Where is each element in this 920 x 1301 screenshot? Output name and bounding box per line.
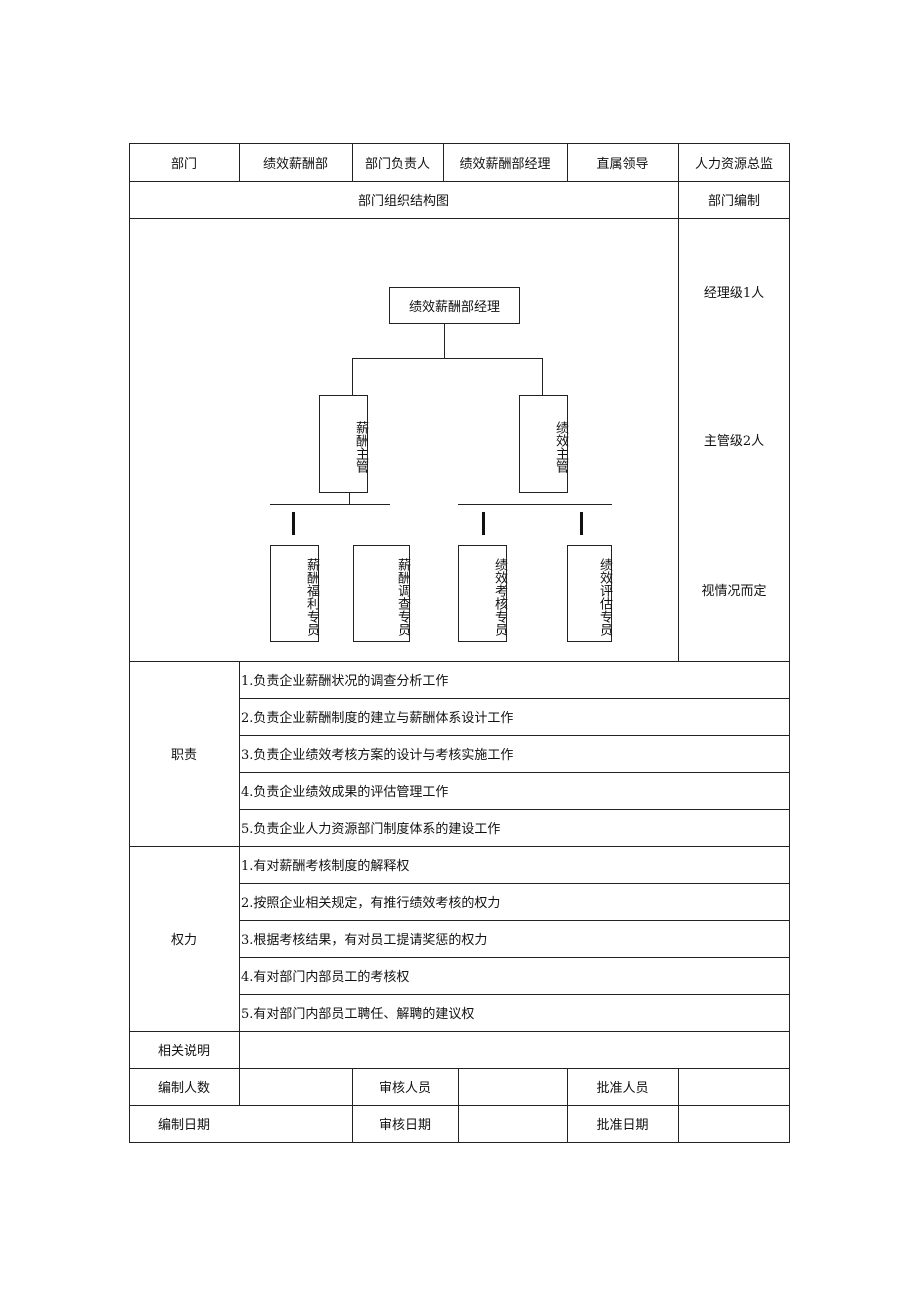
dept-head-label: 部门负责人 [364,156,430,172]
supervisor-label: 直属领导 [596,156,649,172]
power-item: 3.根据考核结果，有对员工提请奖惩的权力 [241,933,488,948]
dept-label: 部门 [170,156,197,172]
staffing-title: 部门编制 [707,194,760,209]
org-chart: 绩效薪酬部经理 薪酬主管 绩效主管 薪酬福利专员 薪酬调查专员 绩效考核专员 绩… [129,219,678,661]
approver-label: 批准人员 [596,1081,649,1096]
power-item: 5.有对部门内部员工聘任、解聘的建议权 [241,1007,475,1022]
duties-label: 职责 [170,748,197,763]
duty-item: 1.负责企业薪酬状况的调查分析工作 [241,674,449,689]
org-chart-title: 部门组织结构图 [357,194,449,209]
power-item: 1.有对薪酬考核制度的解释权 [241,859,410,874]
org-node-benefits-specialist: 薪酬福利专员 [270,545,319,642]
org-node-evaluation-specialist: 绩效评估专员 [567,545,612,642]
reviewer-field[interactable] [458,1068,567,1105]
org-node-manager: 绩效薪酬部经理 [389,287,520,324]
approver-field[interactable] [678,1068,790,1105]
duty-item: 5.负责企业人力资源部门制度体系的建设工作 [241,822,501,837]
notes-value[interactable] [239,1031,790,1068]
review-date-label: 审核日期 [378,1118,431,1133]
supervisor-value: 人力资源总监 [694,156,773,172]
org-node-compensation-supervisor: 薪酬主管 [319,395,368,493]
dept-value: 绩效薪酬部 [262,156,328,172]
staffing-manager-level: 经理级1人 [703,285,765,301]
org-node-performance-supervisor: 绩效主管 [519,395,568,493]
notes-label: 相关说明 [157,1044,210,1059]
powers-label: 权力 [170,933,197,948]
approve-date-label: 批准日期 [596,1118,649,1133]
org-node-appraisal-specialist: 绩效考核专员 [458,545,507,642]
staffing-specialist-level: 视情况而定 [701,583,767,599]
power-item: 2.按照企业相关规定，有推行绩效考核的权力 [241,896,501,911]
prepared-date-field[interactable] [239,1105,352,1142]
approve-date-field[interactable] [678,1105,790,1142]
prepared-date-label: 编制日期 [157,1118,210,1133]
dept-head-value: 绩效薪酬部经理 [459,156,551,172]
review-date-field[interactable] [458,1105,567,1142]
power-item: 4.有对部门内部员工的考核权 [241,970,410,985]
prepared-by-label: 编制人数 [157,1081,210,1096]
duty-item: 4.负责企业绩效成果的评估管理工作 [241,785,449,800]
org-node-survey-specialist: 薪酬调查专员 [353,545,410,642]
duty-item: 2.负责企业薪酬制度的建立与薪酬体系设计工作 [241,711,514,726]
staffing-supervisor-level: 主管级2人 [703,433,765,449]
job-description-table: 部门 绩效薪酬部 部门负责人 绩效薪酬部经理 直属领导 人力资源总监 部门组织结… [129,143,790,1143]
reviewer-label: 审核人员 [378,1081,431,1096]
prepared-by-field[interactable] [239,1068,352,1105]
duty-item: 3.负责企业绩效考核方案的设计与考核实施工作 [241,748,514,763]
